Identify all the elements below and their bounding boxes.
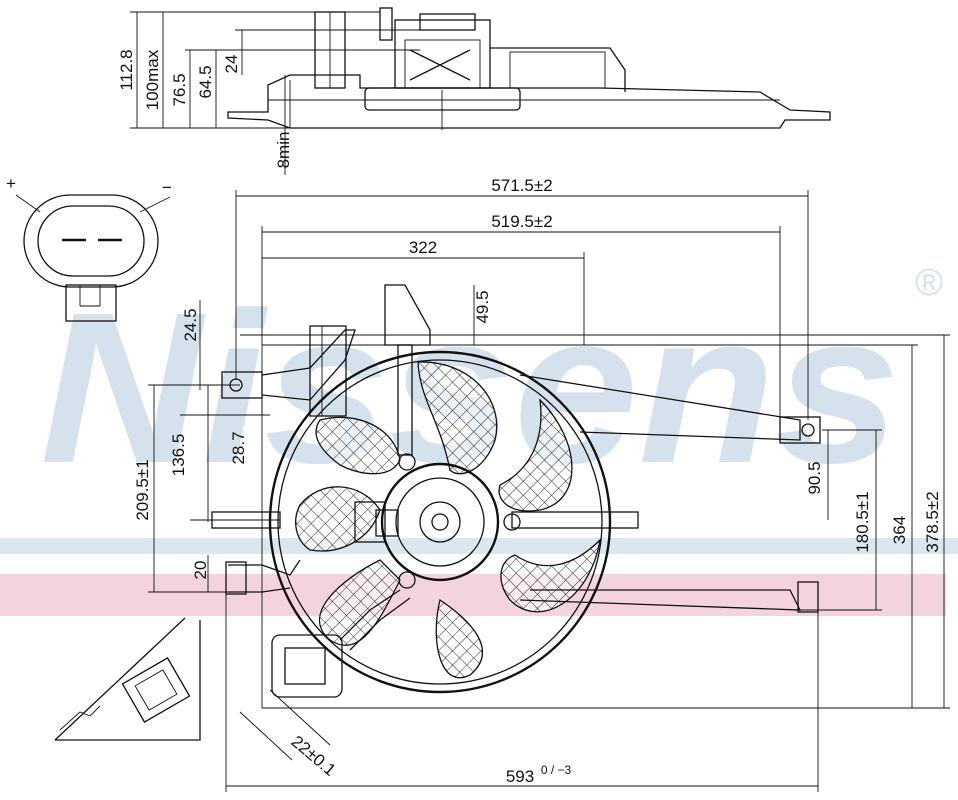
- connector-detail: [54, 617, 201, 741]
- dim-hub-offset: 322: [409, 238, 437, 257]
- connector-plus: +: [6, 174, 16, 193]
- dim-left-small-height: 28.7: [229, 431, 248, 464]
- dim-top-max-height: 100max: [143, 49, 162, 110]
- side-view: 112.8 100max 76.5 64.5 24 8min: [117, 7, 831, 175]
- dim-left-hole-height: 209.5±1: [133, 459, 152, 520]
- dim-top-min-clearance: 8min: [274, 132, 293, 169]
- connector-minus: −: [162, 178, 172, 197]
- dim-right-mid-height: 180.5±1: [853, 491, 872, 552]
- fan-blade: [498, 398, 573, 512]
- dim-frame-width: 519.5±2: [491, 212, 552, 231]
- dim-left-bracket-offset: 24.5: [181, 308, 200, 341]
- fan-blade: [318, 559, 401, 646]
- dim-left-mid-height: 136.5: [169, 434, 188, 477]
- dim-overall-height: 378.5±2: [923, 491, 942, 552]
- fan-blade: [315, 416, 401, 475]
- dim-top-hub-height: 76.5: [170, 73, 189, 106]
- dimension-lines: [148, 190, 950, 792]
- dim-top-bracket-offset: 49.5: [473, 290, 492, 323]
- dim-overall-width: 593: [506, 767, 534, 786]
- dim-overall-width-mount: 571.5±2: [491, 176, 552, 195]
- connector-diagram: + −: [6, 174, 172, 322]
- dim-top-mid-height: 64.5: [196, 65, 215, 98]
- dimension-labels: 571.5±2 519.5±2 322 49.5 24.5 209.5±1 13…: [133, 176, 942, 786]
- fan-blade: [417, 361, 498, 475]
- dim-connector-offset: 22±0.1: [288, 732, 340, 780]
- fan-blade: [435, 598, 484, 679]
- dim-right-hole-height: 90.5: [805, 461, 824, 494]
- dim-overall-width-tolerance: 0 / −3: [541, 763, 572, 777]
- fan-blade: [295, 486, 381, 552]
- dim-frame-height: 364: [890, 516, 909, 544]
- fan-blade: [500, 538, 601, 613]
- dim-top-overall-height: 112.8: [117, 49, 136, 90]
- fan-assembly: [211, 284, 821, 698]
- watermark-band-blue: [0, 538, 958, 554]
- dim-top-motor-offset: 24: [222, 55, 241, 74]
- dim-left-bottom-offset: 20: [191, 561, 210, 580]
- watermark-registered-mark: ®: [915, 262, 943, 304]
